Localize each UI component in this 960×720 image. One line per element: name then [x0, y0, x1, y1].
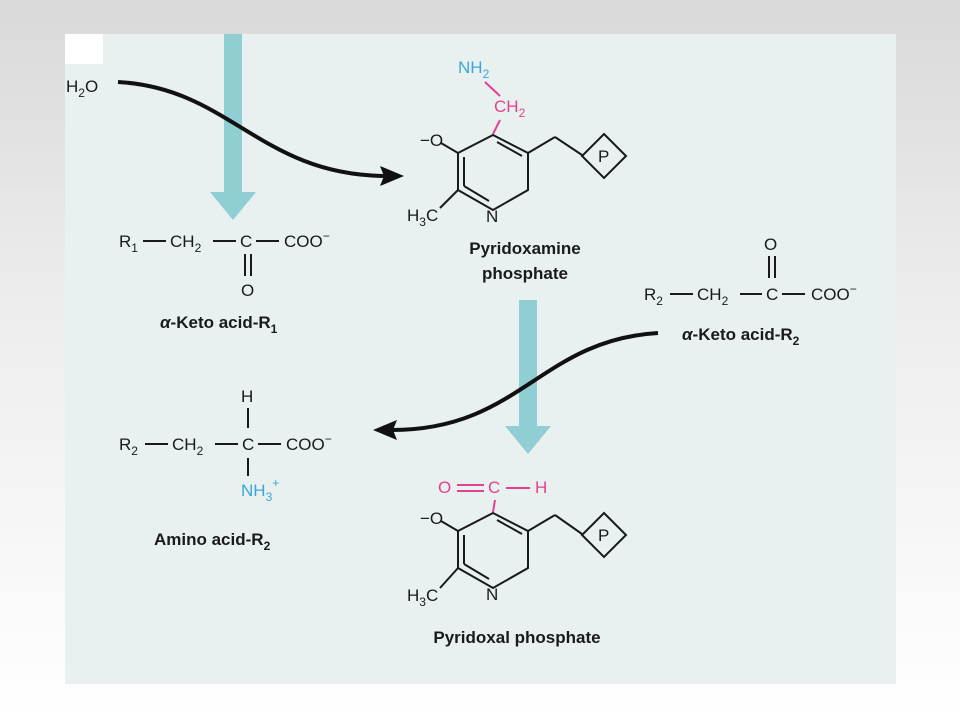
diagram-panel	[65, 34, 896, 684]
svg-text:Pyridoxamine: Pyridoxamine	[469, 239, 581, 258]
svg-text:C: C	[242, 435, 254, 454]
svg-text:−O: −O	[420, 509, 443, 528]
left-down-arrow	[210, 34, 256, 220]
pyridoxal-phosphate-structure: O C H −O H3C N P	[407, 478, 628, 609]
svg-text:C: C	[240, 232, 252, 251]
amino-acid-h: H	[241, 387, 253, 406]
right-down-arrow	[505, 300, 551, 454]
pyridoxamine-phosphate-name: Pyridoxamine phosphate	[469, 239, 581, 283]
aldehyde-o: O	[438, 478, 451, 497]
pyridoxamine-ring-n: N	[486, 207, 498, 226]
svg-text:CH2: CH2	[697, 285, 729, 308]
keto-acid-r1-name: α-Keto acid-R1	[160, 313, 278, 336]
svg-text:−O: −O	[420, 131, 443, 150]
svg-text:COO−: COO−	[286, 432, 332, 454]
svg-text:NH2: NH2	[458, 58, 490, 81]
water-label: H2O	[66, 77, 98, 100]
svg-text:CH2: CH2	[170, 232, 202, 255]
svg-text:phosphate: phosphate	[482, 264, 568, 283]
aldehyde-h: H	[535, 478, 547, 497]
panel-corner-patch	[65, 34, 103, 64]
svg-text:C: C	[766, 285, 778, 304]
svg-text:Amino acid-R2: Amino acid-R2	[154, 530, 271, 553]
svg-text:Pyridoxal phosphate: Pyridoxal phosphate	[433, 628, 600, 647]
pyridoxamine-phosphate-p: P	[598, 147, 609, 166]
water-to-pyridoxamine-curve	[117, 80, 404, 186]
pyridoxal-phosphate-name: Pyridoxal phosphate	[433, 628, 600, 647]
keto-r1-carbonyl-o: O	[241, 281, 254, 300]
pyridoxamine-phosphate-structure: NH2 CH2 −O H3C N P	[407, 58, 628, 229]
amino-acid-r2-name: Amino acid-R2	[154, 530, 271, 553]
keto-acid-r2-name: α-Keto acid-R2	[682, 325, 800, 348]
svg-text:COO−: COO−	[811, 282, 857, 304]
svg-text:H3C: H3C	[407, 206, 438, 229]
svg-text:CH2: CH2	[494, 97, 526, 120]
svg-text:α-Keto acid-R1: α-Keto acid-R1	[160, 313, 278, 336]
pyridoxal-ring-n: N	[486, 585, 498, 604]
svg-text:α-Keto acid-R2: α-Keto acid-R2	[682, 325, 800, 348]
pyridoxal-phosphate-p: P	[598, 526, 609, 545]
svg-text:COO−: COO−	[284, 229, 330, 251]
svg-text:CH2: CH2	[172, 435, 204, 458]
keto-r2-carbonyl-o: O	[764, 235, 777, 254]
keto-r2-to-amino-curve	[373, 331, 659, 440]
svg-text:H2O: H2O	[66, 77, 98, 100]
svg-text:H3C: H3C	[407, 586, 438, 609]
aldehyde-c: C	[488, 478, 500, 497]
